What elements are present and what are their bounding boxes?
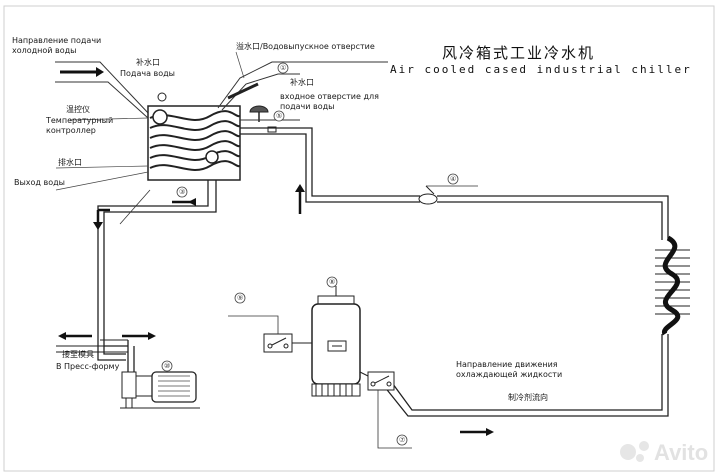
page-border [3,5,715,472]
cold-water-inlet-arrow [55,61,151,119]
label-mold-ru: В Пресс-форму [56,362,120,371]
label-makeup2-cn: 补水口 [290,78,314,87]
water-pump [97,339,200,409]
water-tank [147,92,241,181]
marker-8: ⑧ [329,278,336,286]
marker-circles [161,62,459,446]
marker-7: ⑦ [399,436,406,444]
label-makeup-ru: Подача воды [120,69,175,78]
lower-refrigerant-line [383,334,669,436]
label-makeup-cn: 补水口 [136,58,160,67]
label-coolant-cn: 制冷剂流向 [508,393,548,402]
to-mold-arrow [56,332,156,353]
label-makeup2-ru: входное отверстие для подачи воды [280,92,379,111]
label-thermo-cn: 温控仪 [66,105,90,114]
marker-4: ④ [450,175,457,183]
label-drain-cn: 排水口 [58,158,82,167]
title-en: Air cooled cased industrial chiller [390,63,692,76]
water-outlet-line [93,180,305,352]
pressure-switch-right [359,371,412,449]
marker-5: ⑤ [276,112,283,120]
marker-1: ① [280,64,287,72]
tank-top-fittings [217,61,388,133]
label-drain-ru: Выход воды [14,178,65,187]
label-coolant-ru: Направление движения охлаждающей жидкост… [456,360,563,379]
pressure-switch-left [228,315,312,353]
refrigerant-loop [240,127,669,240]
title-cn: 风冷箱式工业冷水机 [442,44,596,62]
watermark-logo [620,441,649,462]
label-mold-cn: 接至模具 [62,350,94,359]
marker-9: ⑨ [237,294,244,302]
label-overflow: 溢水口/Водовыпускное отверстие [236,42,375,51]
leader-lines [55,51,245,191]
marker-3: ③ [179,188,186,196]
label-cold-water-in: Направление подачи холодной воды [12,36,102,55]
label-thermo-ru: Температурный контроллер [46,116,114,135]
compressor [311,286,361,397]
marker-10: ⑩ [164,362,171,370]
watermark: Avito [654,440,709,465]
condenser-coil [655,235,690,336]
